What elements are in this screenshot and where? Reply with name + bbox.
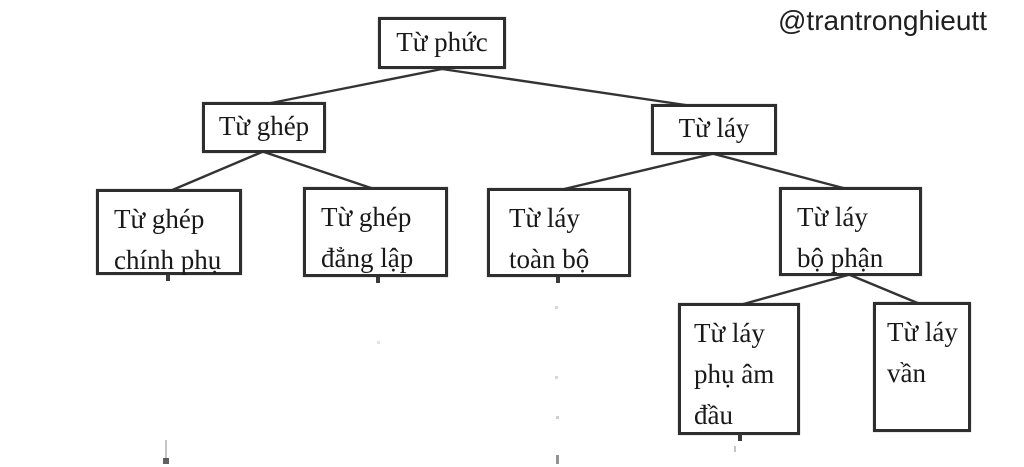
scan-artifact bbox=[163, 458, 169, 464]
scan-artifact bbox=[556, 277, 560, 283]
scan-artifact bbox=[556, 455, 559, 464]
scan-artifact bbox=[738, 434, 742, 441]
scan-artifact bbox=[555, 376, 558, 379]
scan-artifact bbox=[556, 416, 559, 419]
scan-artifact bbox=[376, 277, 380, 283]
watermark-text: @trantronghieutt bbox=[778, 5, 987, 36]
scan-artifact bbox=[377, 341, 380, 344]
node-tu-lay-bo-phan: Từ láy bộ phận bbox=[779, 187, 922, 276]
node-tu-lay-phu-am-dau: Từ láy phụ âm đầu bbox=[678, 303, 800, 435]
node-tu-ghep-dang-lap: Từ ghép đẳng lập bbox=[303, 187, 448, 277]
scan-artifact bbox=[734, 446, 736, 452]
node-tu-ghep: Từ ghép bbox=[202, 102, 326, 153]
node-tu-phuc: Từ phức bbox=[378, 17, 506, 69]
node-tu-ghep-chinh-phu: Từ ghép chính phụ bbox=[96, 189, 242, 275]
scan-artifact bbox=[166, 275, 170, 281]
node-tu-lay-toan-bo: Từ láy toàn bộ bbox=[487, 188, 631, 277]
node-tu-lay: Từ láy bbox=[651, 104, 777, 155]
scan-artifact bbox=[555, 306, 558, 309]
scan-artifact bbox=[165, 440, 167, 460]
node-tu-lay-van: Từ láy vần bbox=[873, 302, 971, 432]
